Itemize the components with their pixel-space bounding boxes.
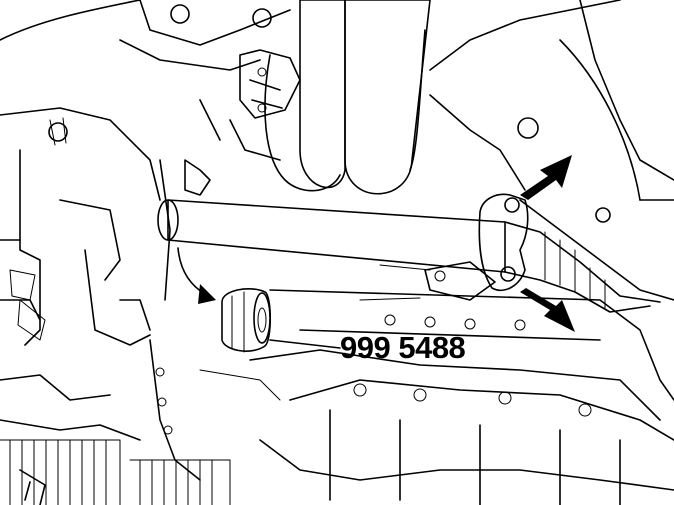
callout-arrow-lower [520,288,575,332]
part-number-label: 999 5488 [340,330,466,365]
driveshaft-tube [157,199,661,313]
direction-arrow-icon [177,247,216,304]
callout-arrow-icon [520,155,575,332]
bearing-clamp [424,193,529,301]
exhaust-downpipes [249,0,431,195]
radiator-fins [0,439,231,505]
callout-arrow-upper [520,155,572,200]
rubber-bushing-tool [221,288,341,353]
